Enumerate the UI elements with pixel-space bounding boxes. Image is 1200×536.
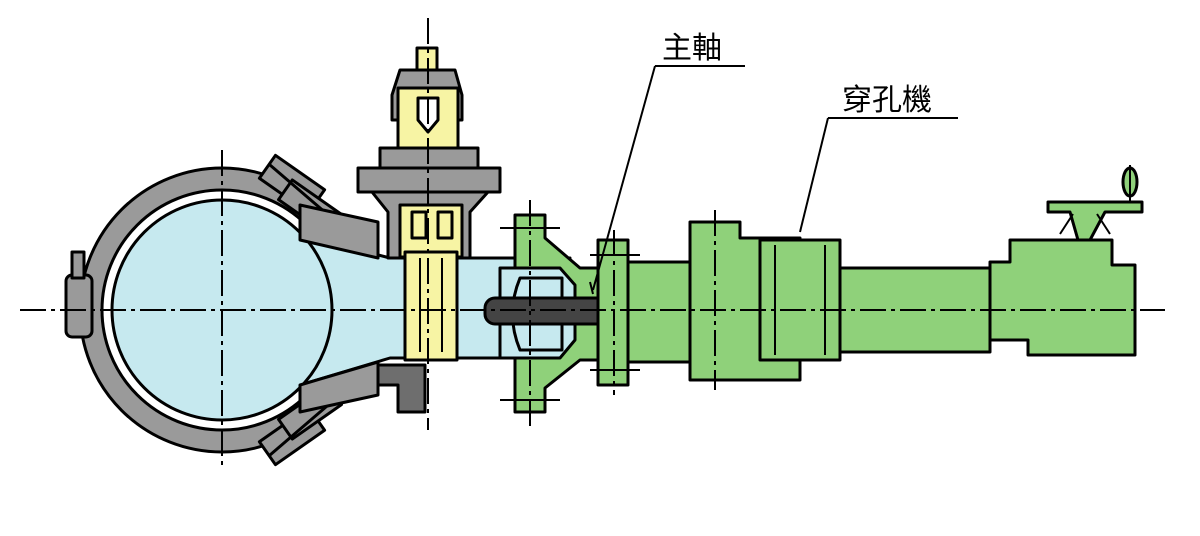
callout-main-shaft: 主軸	[589, 31, 745, 295]
saddle-upper	[298, 203, 380, 260]
clamp-hinge	[64, 273, 94, 339]
main-shaft-label: 主軸	[662, 31, 722, 66]
saddle-lower	[298, 360, 380, 414]
gate-valve	[356, 46, 502, 362]
callout-drilling-machine: 穿孔機	[799, 83, 958, 233]
clamp-hinge-pin	[70, 250, 86, 280]
drilling-machine	[596, 165, 1144, 387]
center-lines	[20, 18, 1165, 470]
drilling-machine-label: 穿孔機	[842, 83, 932, 118]
clamp-lug	[376, 363, 427, 414]
